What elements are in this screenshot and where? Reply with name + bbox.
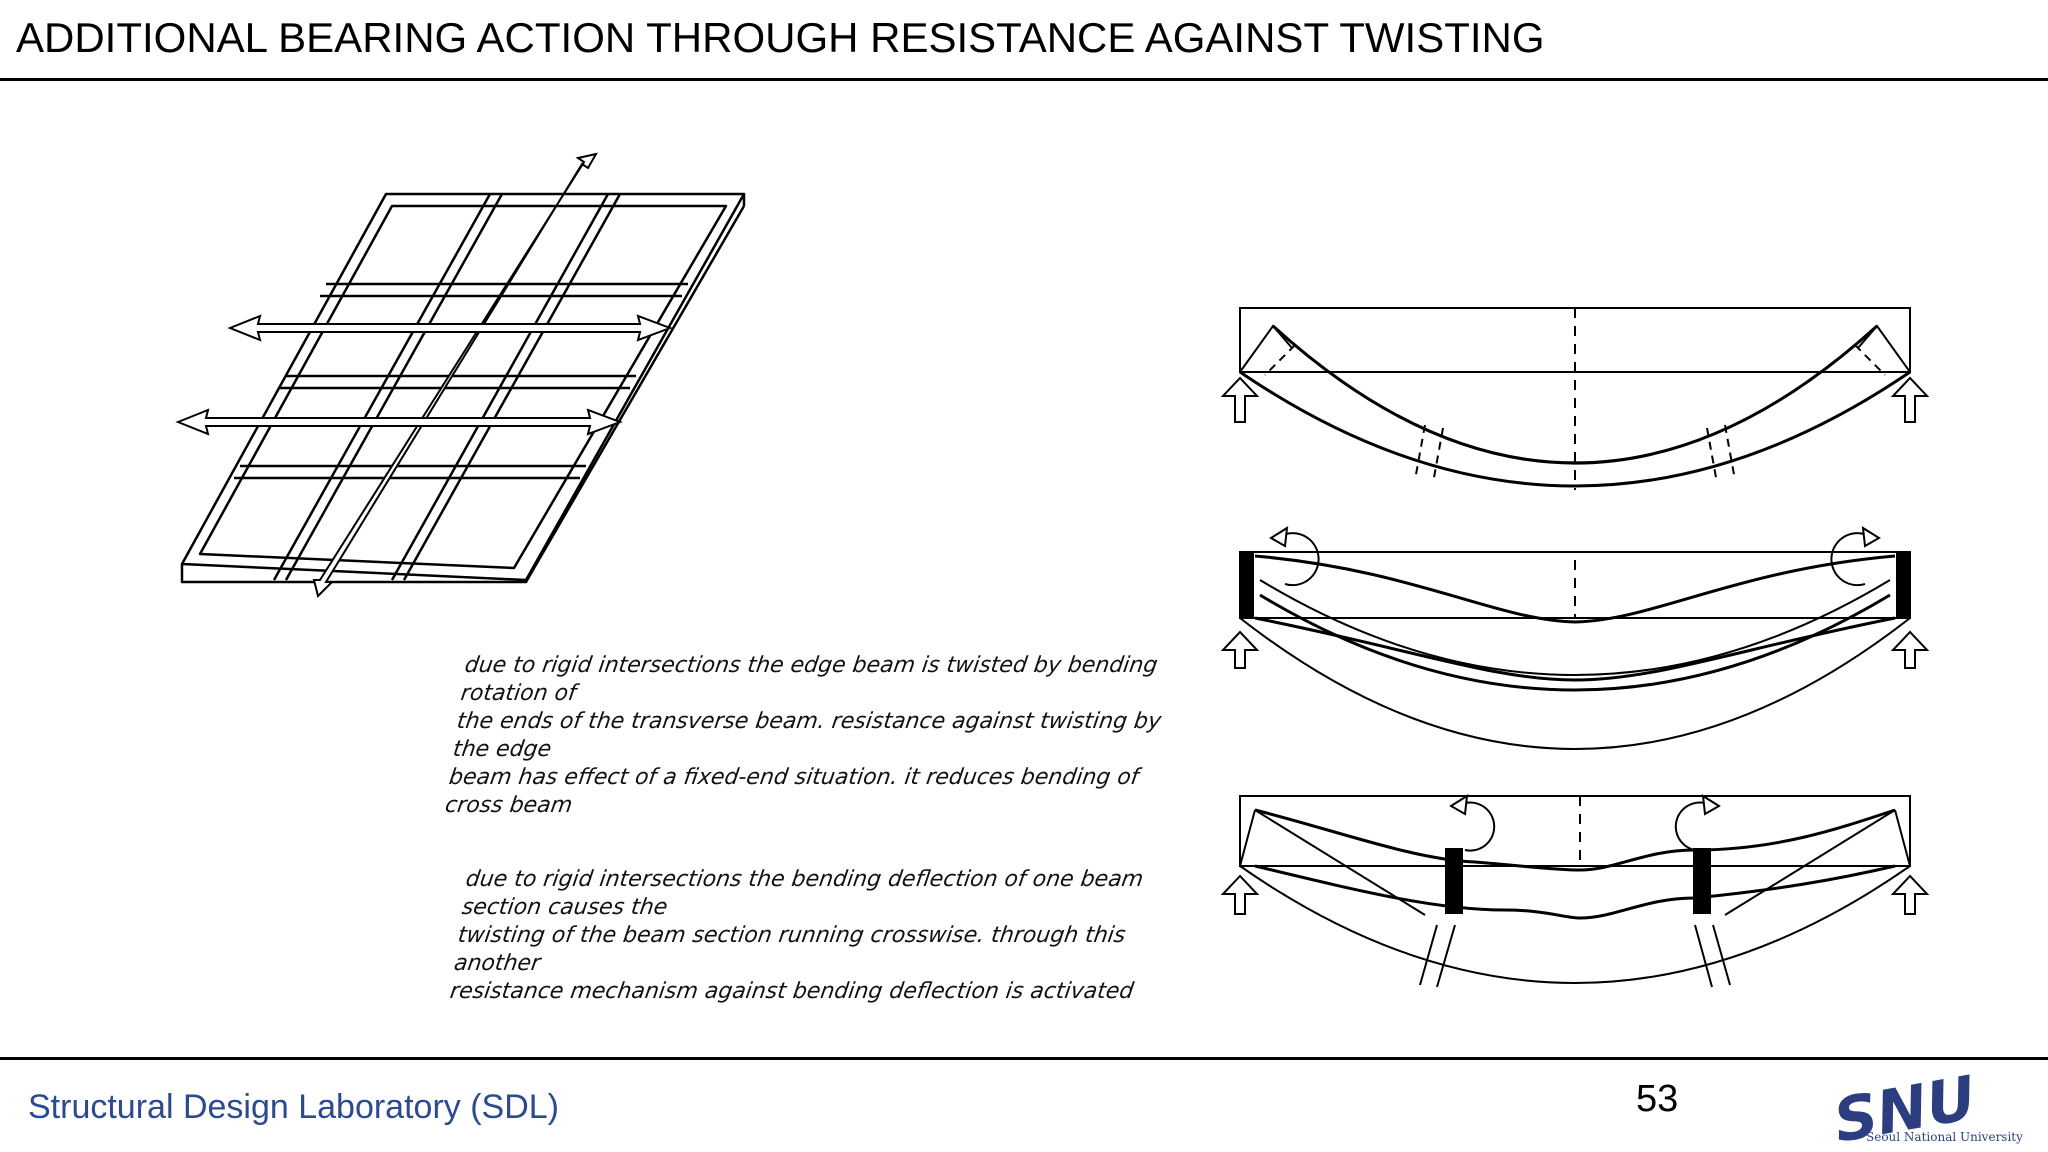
footer-divider [0, 1057, 2048, 1060]
snu-logo: SNU [1829, 1070, 1981, 1150]
footer-lab-name: Structural Design Laboratory (SDL) [28, 1088, 560, 1126]
beam-diagram-3 [1220, 794, 1930, 988]
snu-logo-subtitle: Seoul National University [1866, 1130, 2023, 1144]
grid-slab-illustration [175, 152, 746, 598]
note-edge-beam-twisting: due to rigid intersections the edge beam… [443, 653, 1163, 818]
note-bending-deflection: due to rigid intersections the bending d… [448, 867, 1145, 1004]
beam-diagram-2 [1220, 526, 1930, 750]
page-number: 53 [1636, 1078, 1679, 1120]
beam-diagram-1 [1220, 307, 1930, 490]
title-divider [0, 78, 2048, 81]
slide-title: ADDITIONAL BEARING ACTION THROUGH RESIST… [16, 14, 1545, 61]
